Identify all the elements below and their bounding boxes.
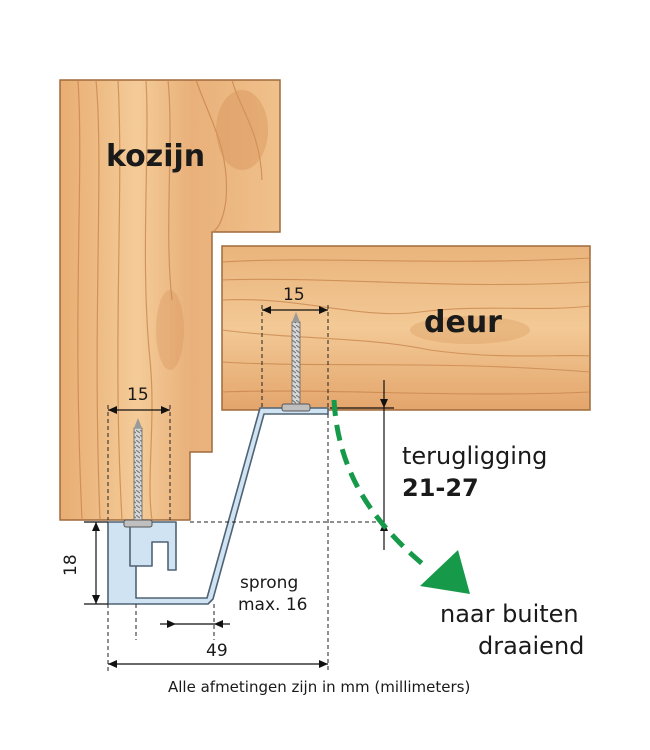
- dimension-total-width: [108, 660, 328, 668]
- jump-label-line1: sprong: [240, 573, 298, 593]
- recess-title: terugligging: [402, 442, 547, 470]
- frame-label: kozijn: [106, 139, 205, 174]
- swing-direction-arrow: [331, 399, 470, 594]
- total-width-value: 49: [206, 641, 228, 661]
- direction-label-line1: naar buiten: [440, 600, 579, 628]
- dimension-jump: [160, 620, 230, 628]
- door-wood: [221, 245, 591, 411]
- jump-label-line2: max. 16: [238, 595, 307, 615]
- dimension-profile-height: [84, 521, 108, 605]
- dimension-recess: [330, 380, 394, 550]
- frame-screw: [123, 418, 153, 528]
- measurement-footnote: Alle afmetingen zijn in mm (millimeters): [168, 678, 470, 696]
- dimension-frame-screw: [108, 406, 170, 414]
- door-screw-spacing: 15: [283, 285, 305, 305]
- guide-lines: [107, 305, 380, 672]
- door-screw: [281, 312, 311, 412]
- dimension-door-screw: [262, 306, 328, 314]
- frame-screw-spacing: 15: [127, 385, 149, 405]
- profile-height-value: 18: [61, 554, 81, 576]
- recess-range: 21-27: [402, 474, 479, 502]
- threshold-profile: [107, 407, 329, 605]
- door-label: deur: [424, 305, 502, 340]
- direction-label-line2: draaiend: [478, 632, 584, 660]
